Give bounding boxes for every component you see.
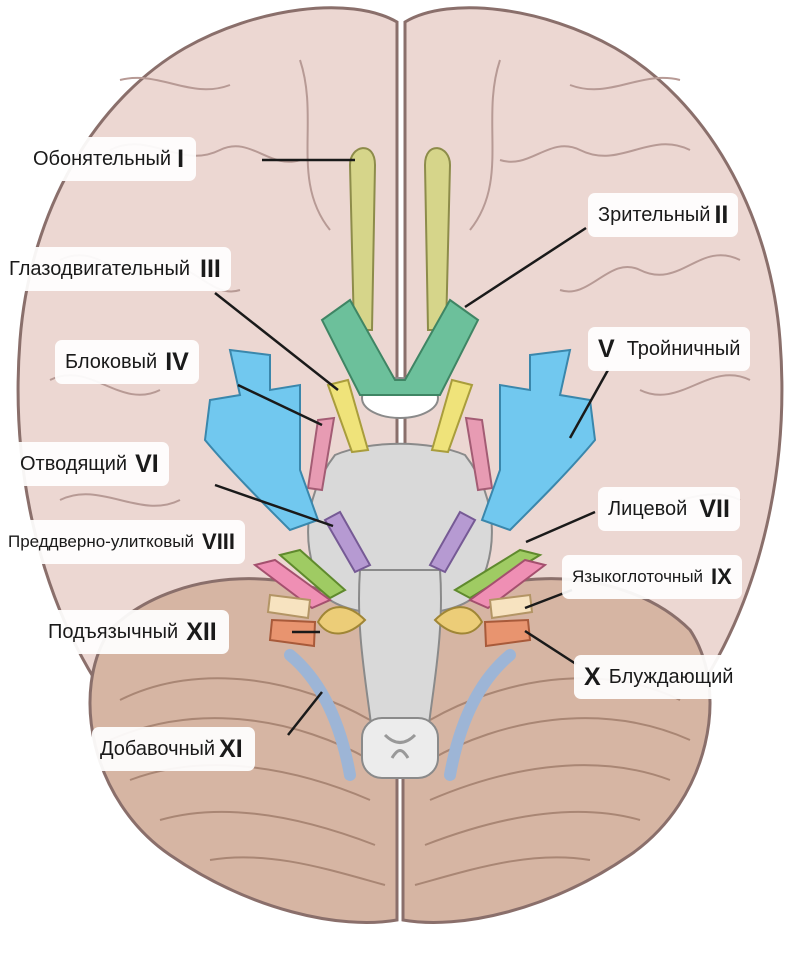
label-trochlear-name: Блоковый (65, 351, 157, 374)
label-trigeminal-numeral: V (598, 335, 615, 364)
label-facial: Лицевой VII (598, 487, 740, 531)
label-hypoglossal: Подъязычный XII (40, 610, 229, 654)
label-abducens-name: Отводящий (20, 453, 127, 476)
label-abducens: Отводящий VI (12, 442, 169, 486)
label-accessory-name: Добавочный (100, 738, 215, 761)
label-olfactory-numeral: I (177, 145, 184, 174)
label-trochlear-numeral: IV (165, 348, 189, 377)
label-trigeminal-name: Тройничный (627, 338, 741, 361)
label-optic: Зрительный II (588, 193, 738, 237)
label-trochlear: Блоковый IV (55, 340, 199, 384)
olfactory-bulb-right (425, 148, 450, 330)
label-trigeminal: V Тройничный (588, 327, 750, 371)
label-accessory: Добавочный XI (92, 727, 255, 771)
label-olfactory: Обонятельный I (25, 137, 196, 181)
label-oculomotor: Глазодвигательный III (3, 247, 231, 291)
label-hypoglossal-numeral: XII (186, 618, 217, 647)
label-facial-numeral: VII (699, 495, 730, 524)
label-oculomotor-numeral: III (200, 255, 221, 284)
label-abducens-numeral: VI (135, 450, 159, 479)
label-glossopharyngeal-numeral: IX (711, 564, 732, 590)
label-hypoglossal-name: Подъязычный (48, 621, 178, 644)
label-vagus-name: Блуждающий (609, 666, 734, 689)
label-optic-numeral: II (714, 201, 728, 230)
label-optic-name: Зрительный (598, 204, 710, 227)
label-vestibulocochlear-numeral: VIII (202, 529, 235, 555)
olfactory-bulb-left (350, 148, 375, 330)
label-accessory-numeral: XI (219, 735, 243, 764)
spinal-cord-section (362, 718, 438, 778)
label-oculomotor-name: Глазодвигательный (9, 258, 190, 281)
label-glossopharyngeal: Языкоглоточный IX (562, 555, 742, 599)
label-olfactory-name: Обонятельный (33, 148, 171, 171)
label-vagus-numeral: X (584, 663, 601, 692)
label-vagus: X Блуждающий (574, 655, 743, 699)
label-facial-name: Лицевой (608, 498, 687, 521)
label-vestibulocochlear-name: Преддверно-улитковый (8, 532, 194, 552)
label-vestibulocochlear: Преддверно-улитковый VIII (2, 520, 245, 564)
label-glossopharyngeal-name: Языкоглоточный (572, 567, 703, 587)
